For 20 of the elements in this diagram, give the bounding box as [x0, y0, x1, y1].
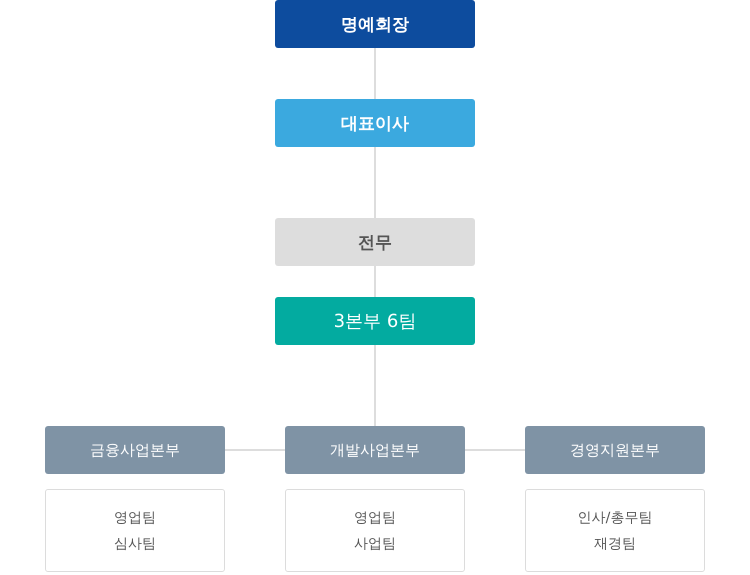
title-box: 전무 — [275, 218, 475, 266]
team-box — [285, 489, 465, 572]
team-name: 심사팀 — [114, 534, 156, 552]
connector-line — [374, 146, 376, 218]
team-name: 재경팀 — [594, 534, 636, 552]
team-name: 인사/총무팀 — [578, 508, 652, 526]
connector-line — [374, 266, 376, 298]
title-box: 대표이사 — [275, 99, 475, 147]
team-name: 영업팀 — [114, 508, 156, 526]
connector-line — [374, 344, 376, 426]
division-box: 경영지원본부 — [525, 426, 705, 474]
team-name: 사업팀 — [354, 534, 396, 552]
division-box: 개발사업본부 — [285, 426, 465, 474]
title-box: 3본부 6팀 — [275, 297, 475, 345]
team-box — [525, 489, 705, 572]
division-box: 금융사업본부 — [45, 426, 225, 474]
connector-line — [374, 48, 376, 100]
team-box — [45, 489, 225, 572]
title-box: 명예회장 — [275, 0, 475, 48]
team-name: 영업팀 — [354, 508, 396, 526]
